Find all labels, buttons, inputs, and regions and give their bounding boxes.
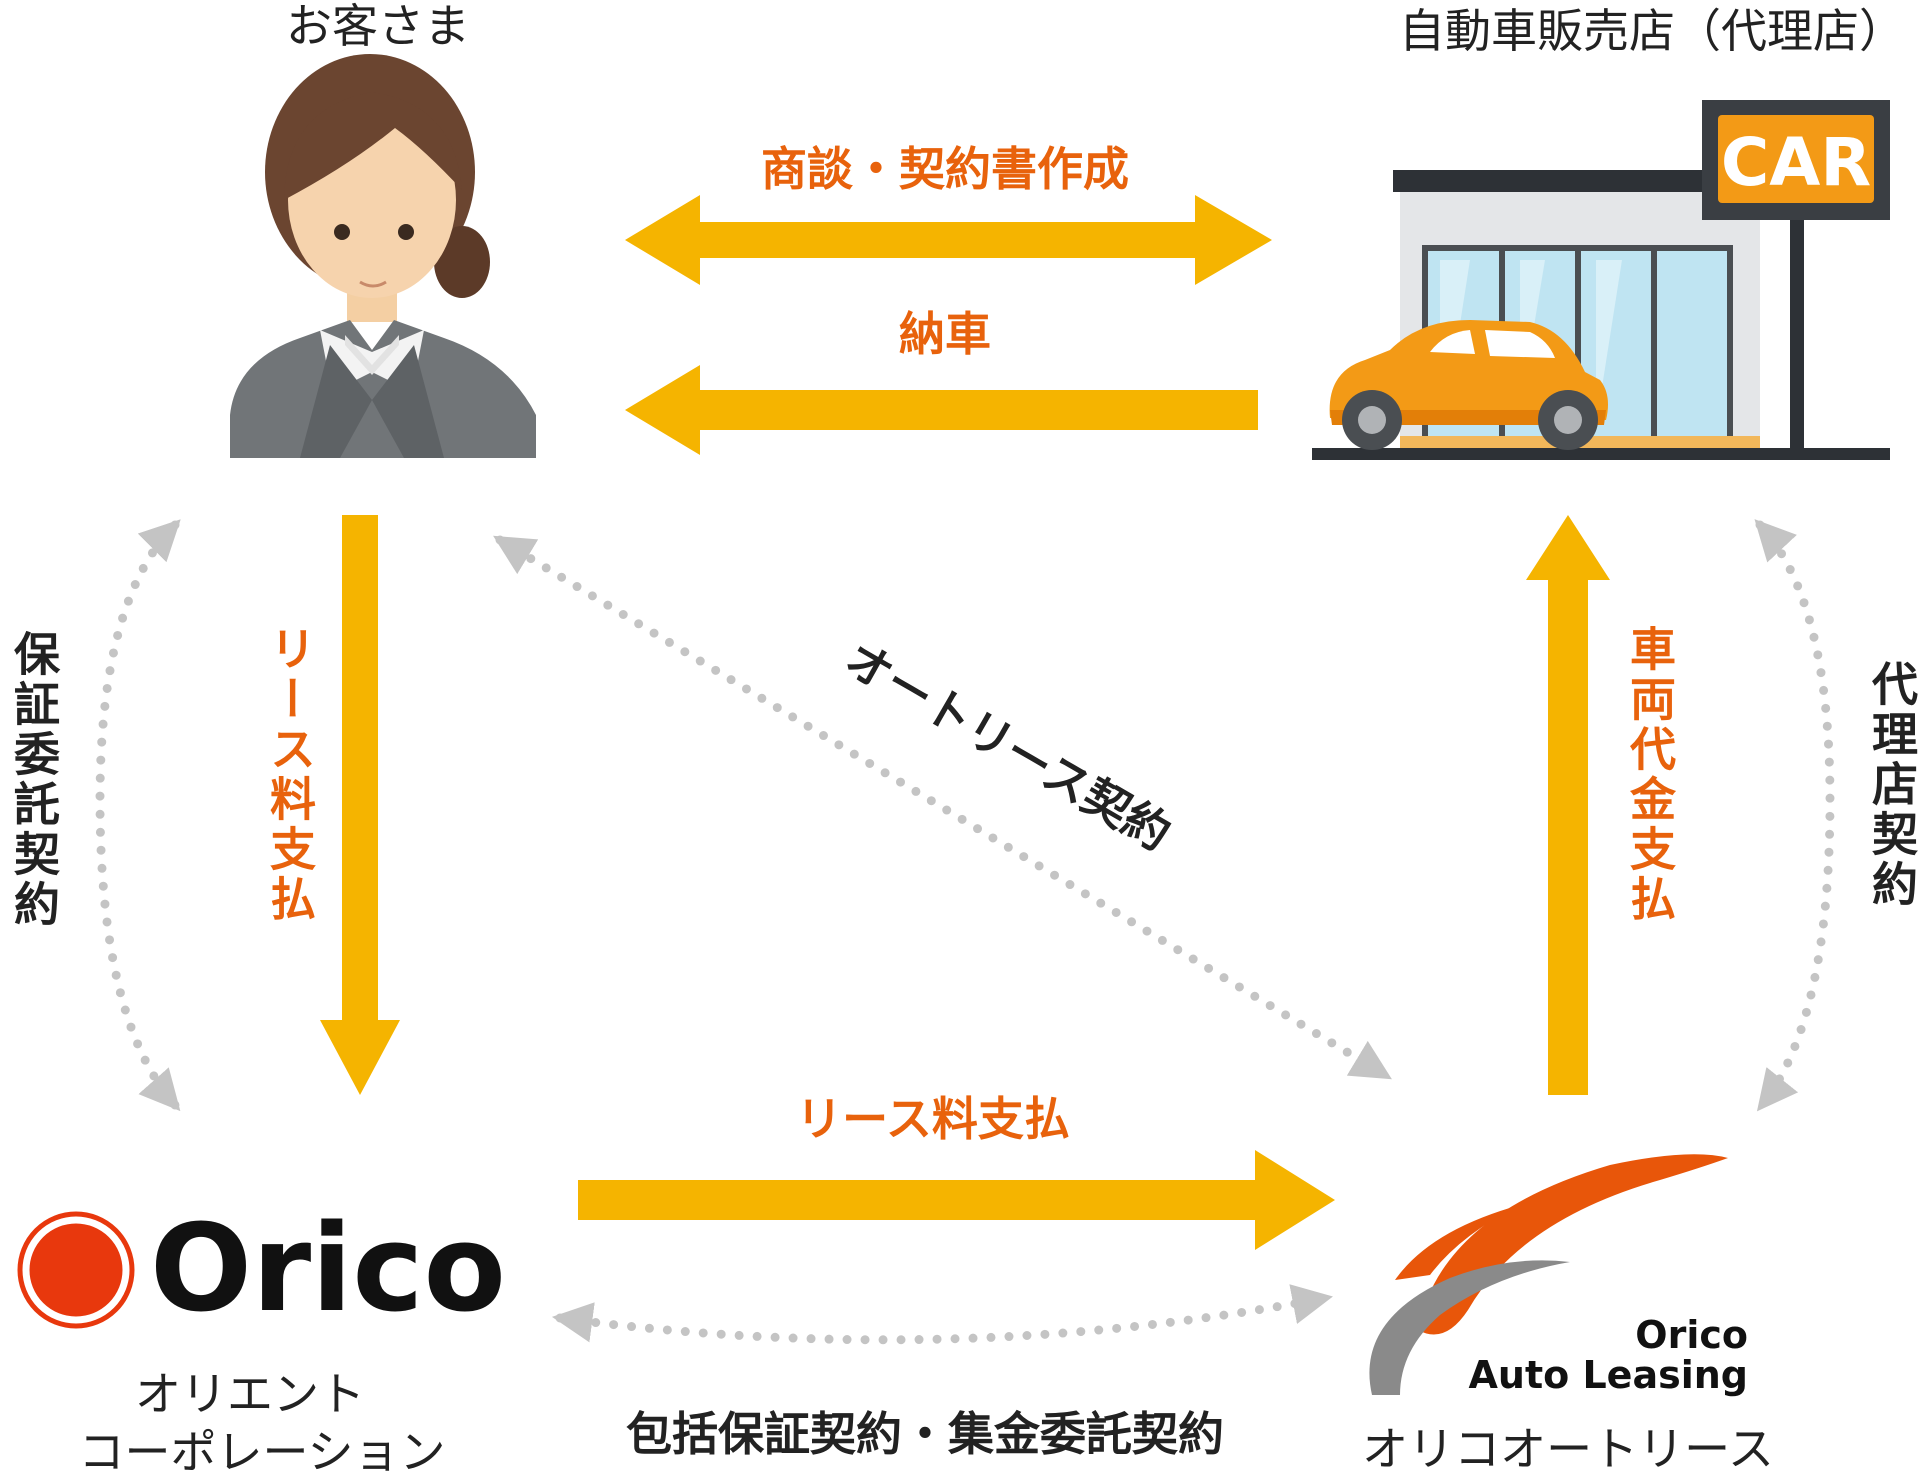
agency-label: 代理店契約: [1865, 660, 1919, 910]
lease-payment-right-label: リース料支払: [796, 1092, 1070, 1146]
orico-logo: Orico: [17, 1200, 506, 1339]
orient-label-line1: オリエント: [135, 1367, 365, 1421]
customer-label: お客さま: [286, 0, 470, 53]
bottom-contract-dotted-arrow: [551, 1284, 1333, 1345]
agency-dotted-arrow: [1754, 519, 1835, 1112]
negotiation-label: 商談・契約書作成: [761, 142, 1129, 196]
orient-label-line2: コーポレーション: [78, 1425, 445, 1479]
orico-auto-leasing-swoosh-icon: [1369, 1154, 1728, 1395]
auto-leasing-logo-line1: Orico: [1635, 1313, 1748, 1357]
guarantee-trust-label: 保証委託契約: [7, 630, 61, 930]
orange-car-icon: [1329, 320, 1608, 450]
orico-circle-logo-icon: [22, 1216, 130, 1324]
customer-woman-icon: [230, 54, 536, 458]
orico-logo-text: Orico: [150, 1200, 506, 1339]
auto-lease-label: オートリース契約: [836, 631, 1180, 861]
auto-leasing-logo-line2: Auto Leasing: [1469, 1353, 1749, 1397]
delivery-label: 納車: [899, 307, 991, 361]
vehicle-payment-up-arrow: [1526, 515, 1610, 1095]
car-sign-text: CAR: [1721, 124, 1871, 201]
lease-payment-right-arrow: [578, 1150, 1335, 1250]
delivery-arrow: [625, 365, 1258, 455]
lease-payment-down-arrow: [320, 515, 400, 1095]
auto-leasing-label: オリコオートリース: [1362, 1422, 1774, 1476]
lease-payment-down-label: リース料支払: [263, 625, 317, 925]
vehicle-payment-label: 車両代金支払: [1623, 625, 1677, 925]
guarantee-trust-dotted-arrow: [95, 519, 181, 1112]
bottom-contract-label: 包括保証契約・集金委託契約: [626, 1407, 1224, 1461]
dealer-label: 自動車販売店（代理店）: [1399, 4, 1905, 58]
negotiation-double-arrow: [625, 195, 1272, 285]
auto-lease-dotted-arrow: [493, 535, 1392, 1080]
car-dealer-shop-icon: CAR: [1312, 100, 1890, 460]
